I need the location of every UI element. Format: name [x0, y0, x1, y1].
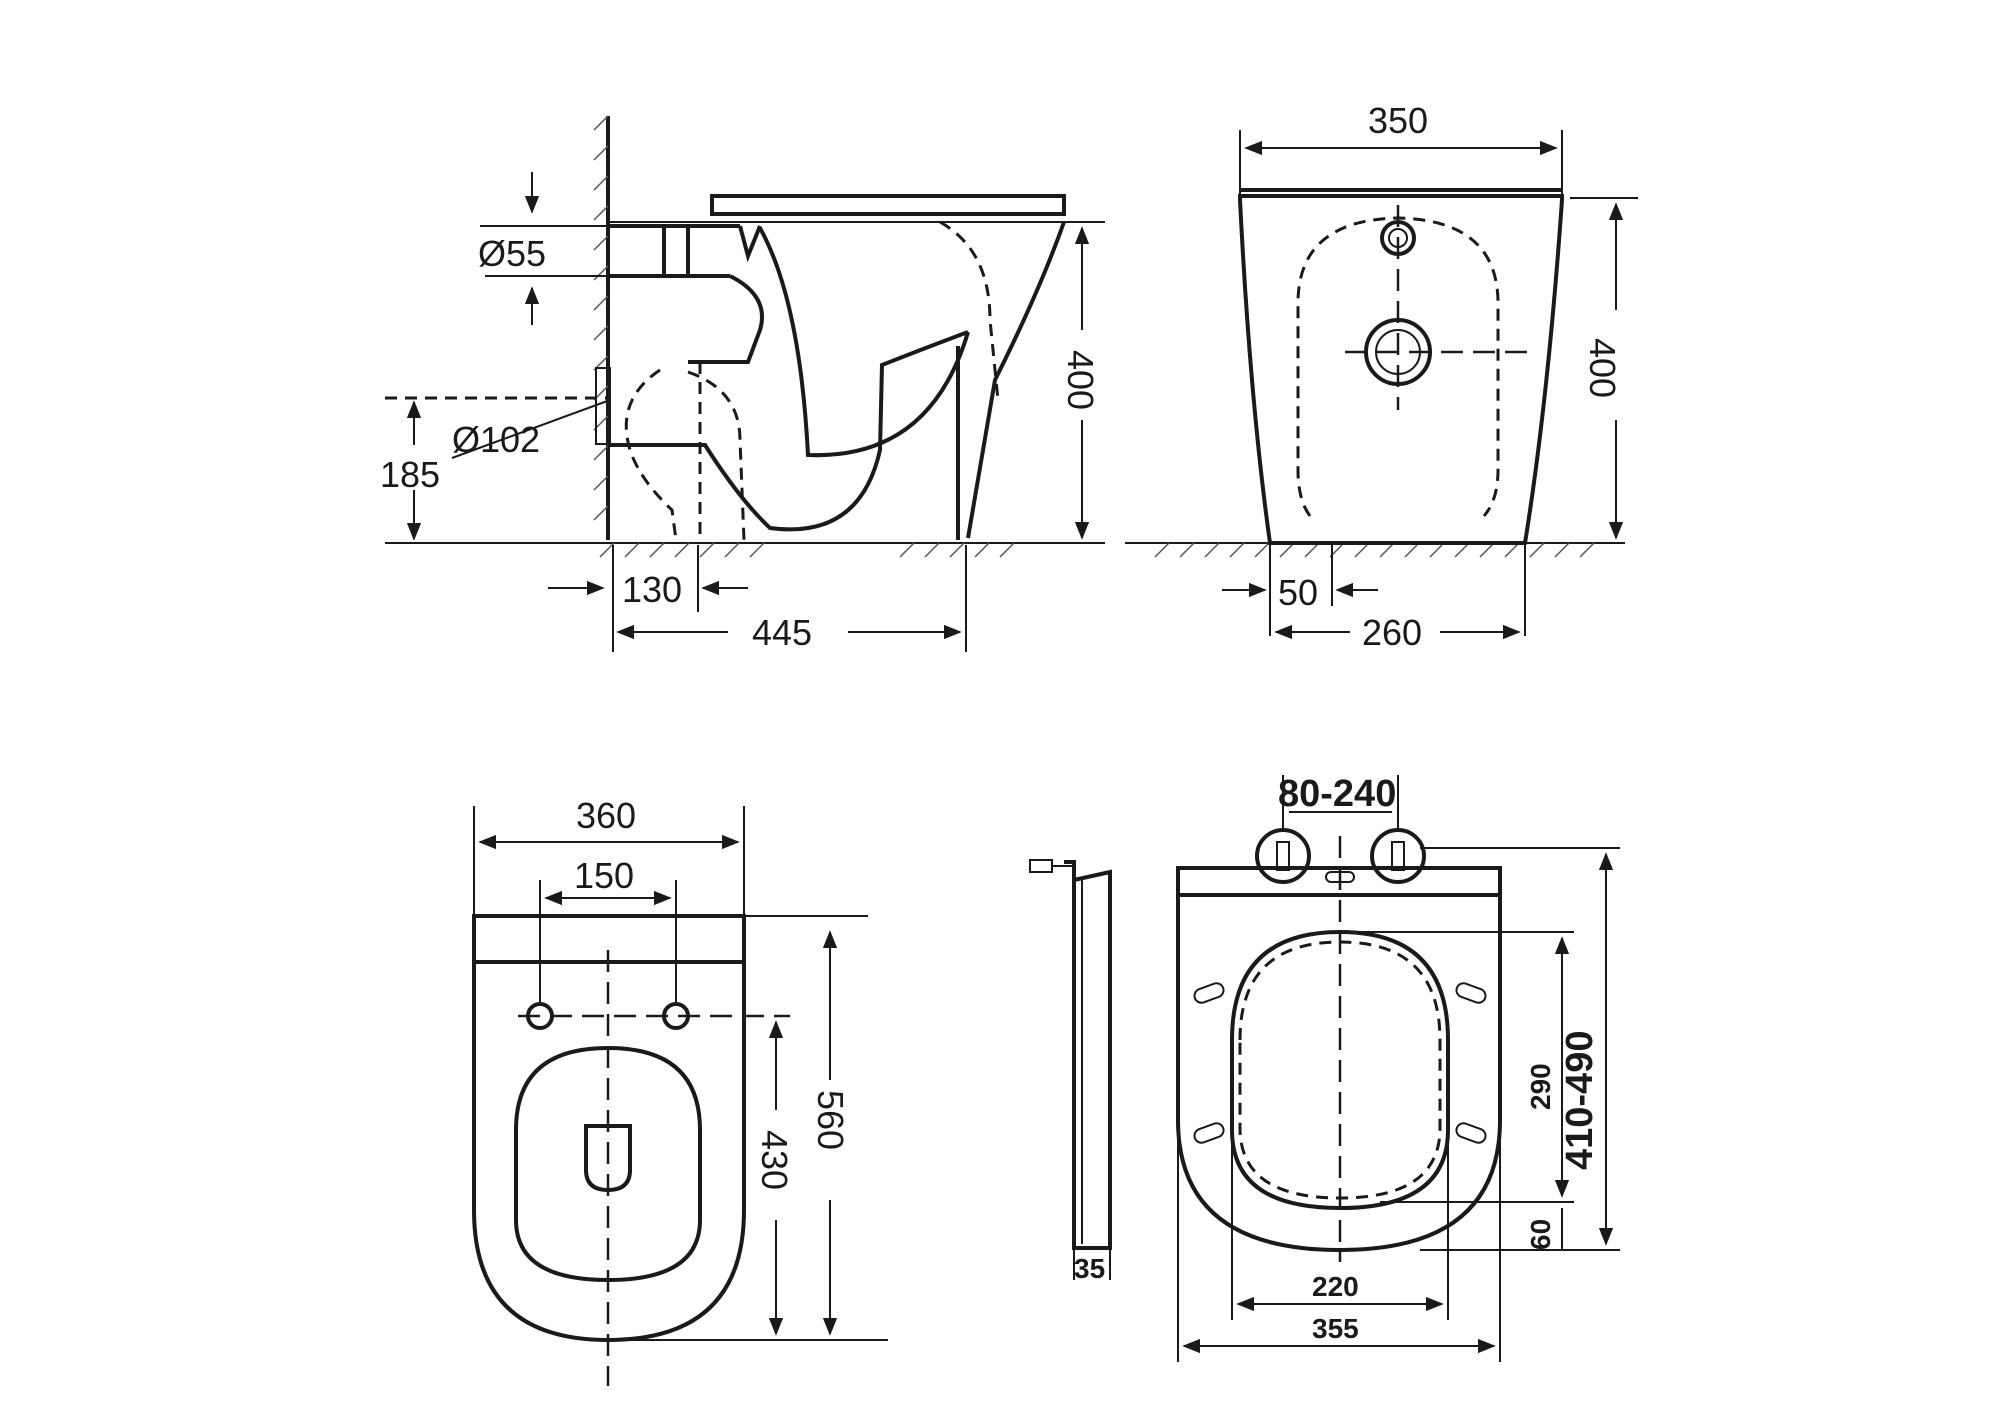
- dim-top-width: 350: [1368, 100, 1428, 141]
- dim-top-length: 560: [810, 1090, 851, 1150]
- wall-hatching: [593, 115, 609, 521]
- dim-top-width: 360: [576, 795, 636, 836]
- seat-top-view: 80-240 410-490 290 60 220 355: [1176, 773, 1620, 1362]
- dim-pipe-small: Ø55: [478, 233, 546, 274]
- side-view: Ø55 Ø102 185 400 130 445: [380, 115, 1105, 653]
- dim-inner-width: 220: [1312, 1271, 1359, 1302]
- dim-front-offset: 50: [1278, 572, 1318, 613]
- dim-wall-offset: 130: [622, 569, 682, 610]
- dim-inner-length: 290: [1525, 1063, 1556, 1110]
- dim-hinge-range: 80-240: [1278, 773, 1396, 815]
- top-view: 360 150 560 430: [472, 795, 888, 1386]
- dim-front-offset: 60: [1525, 1219, 1556, 1250]
- dim-seat-length: 410-490: [1559, 1031, 1601, 1170]
- dim-seat-thickness: 35: [1074, 1253, 1105, 1284]
- dim-outer-width: 355: [1312, 1313, 1359, 1344]
- dim-front-height: 400: [1582, 338, 1623, 398]
- front-view: 350 400 50 260: [1125, 100, 1638, 653]
- dim-base-width: 260: [1362, 612, 1422, 653]
- dim-hole-spacing: 150: [574, 855, 634, 896]
- dim-side-height: 400: [1060, 350, 1101, 410]
- dim-hole-to-front: 430: [754, 1130, 795, 1190]
- floor-hatching: [599, 542, 1015, 558]
- front-floor-hatching: [1154, 542, 1595, 558]
- dim-pipe-large: Ø102: [452, 419, 540, 460]
- seat-side-view: 35: [1029, 859, 1112, 1284]
- dim-depth: 445: [752, 612, 812, 653]
- dim-outlet-height: 185: [380, 454, 440, 495]
